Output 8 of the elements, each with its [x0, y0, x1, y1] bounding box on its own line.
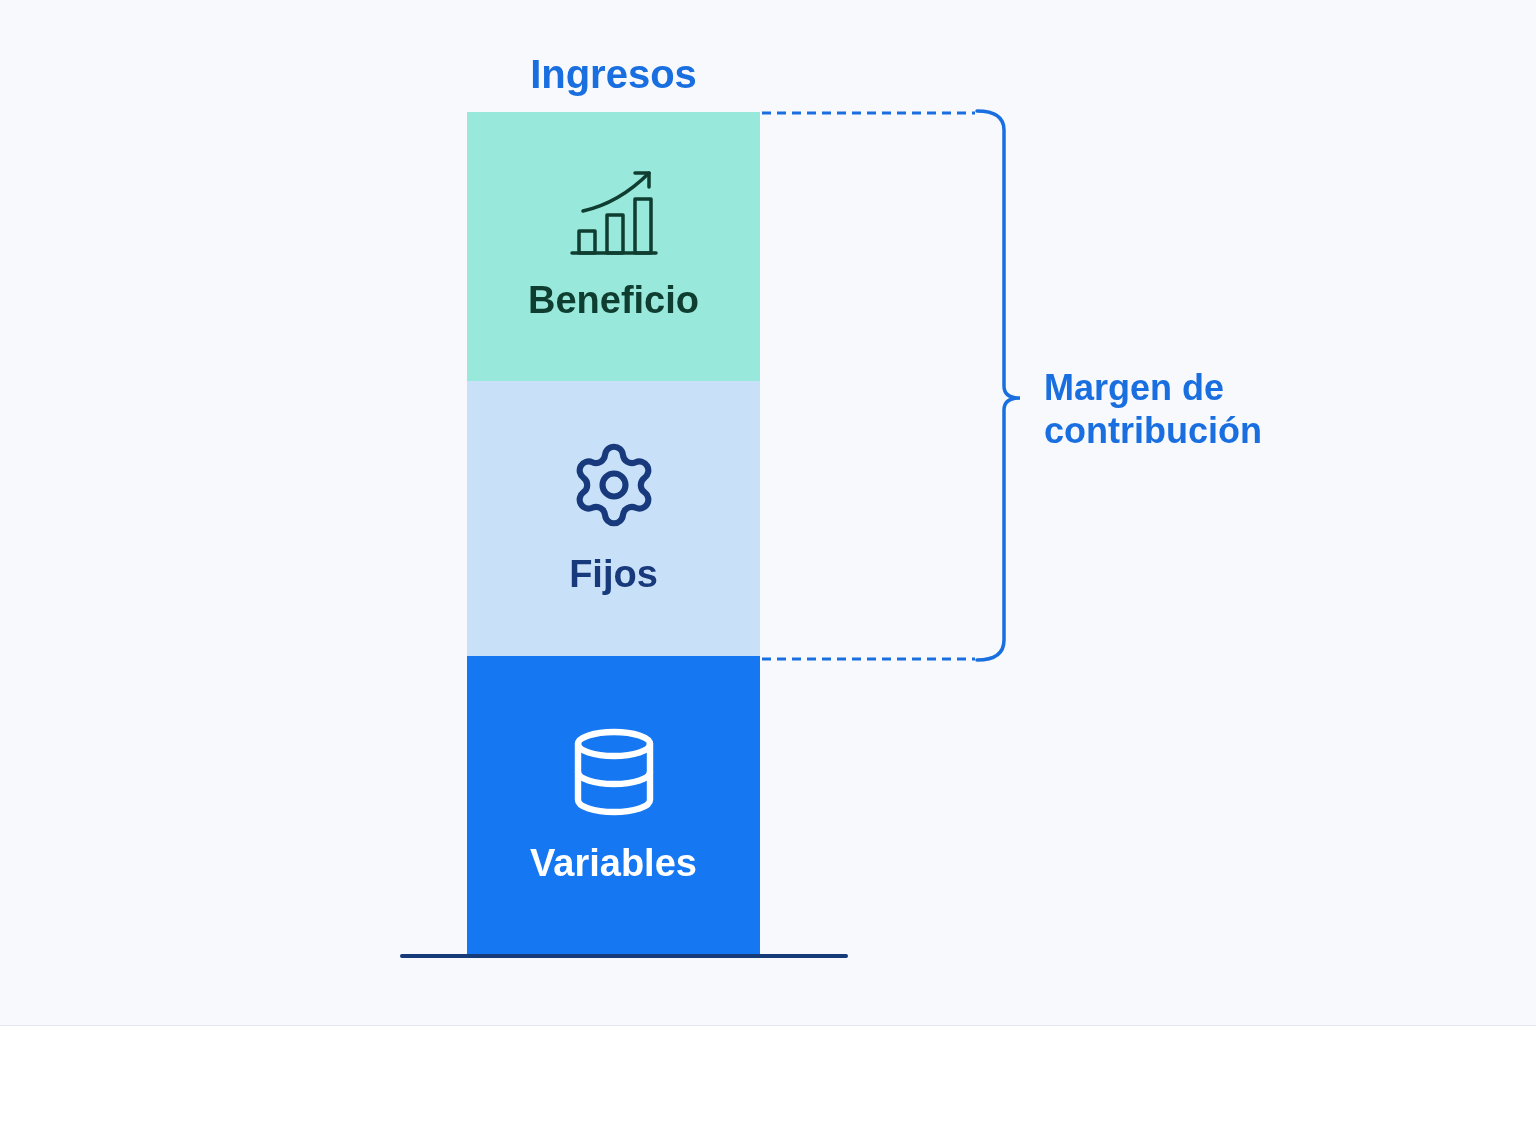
- bar-segment: [467, 112, 760, 381]
- chart-title: Ingresos: [529, 51, 698, 98]
- segment-label: Fijos: [569, 551, 658, 597]
- segment-label: Variables: [530, 840, 697, 886]
- segment-label: Beneficio: [527, 277, 699, 323]
- bracket-label: Margen de contribución: [1044, 366, 1263, 453]
- bar-segment: [467, 381, 760, 656]
- bar-segment: [467, 656, 760, 955]
